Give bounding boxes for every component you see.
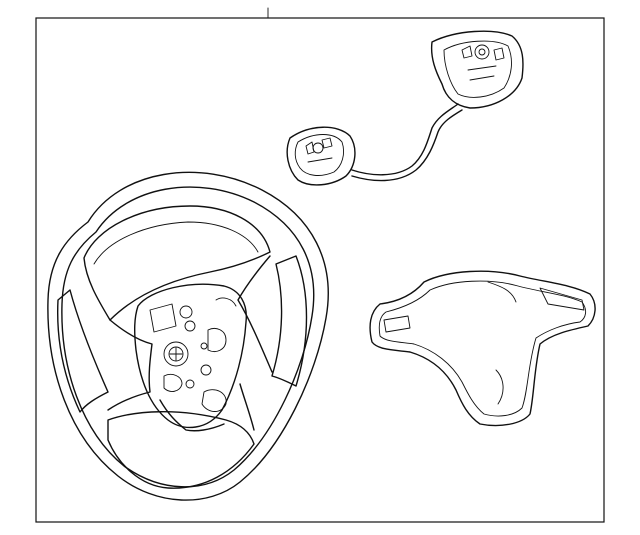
trim-cover bbox=[369, 270, 596, 427]
diagram-frame bbox=[35, 17, 605, 523]
wheel-switch-assembly bbox=[286, 30, 524, 186]
steering-wheel bbox=[47, 171, 329, 501]
